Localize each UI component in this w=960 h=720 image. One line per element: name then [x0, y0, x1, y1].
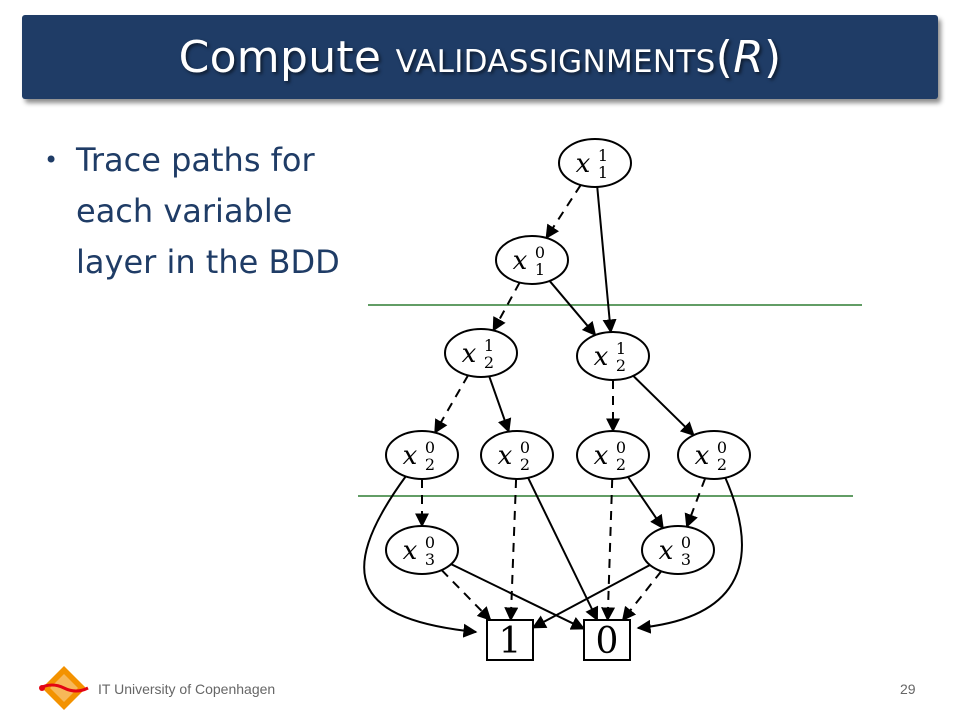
- solid-edge: [450, 563, 586, 630]
- solid-edge: [632, 375, 695, 437]
- bdd-node-ellipse: [480, 430, 554, 480]
- bdd-node-ellipse: [576, 430, 650, 480]
- bdd-node-ellipse: [385, 525, 459, 575]
- title-argument: R: [733, 31, 764, 83]
- dashed-edge: [545, 184, 582, 240]
- solid-edge: [627, 476, 664, 530]
- bdd-node-subscript: 1: [535, 260, 545, 279]
- bdd-node-superscript: 0: [535, 243, 545, 262]
- title-prefix: Compute: [178, 31, 396, 83]
- itu-logo-icon: [39, 666, 89, 710]
- bdd-node-variable: x: [695, 441, 710, 471]
- bdd-node-variable: x: [594, 342, 609, 372]
- bdd-node-subscript: 2: [425, 455, 435, 474]
- bdd-node-superscript: 0: [717, 438, 727, 457]
- dashed-edge: [621, 570, 663, 622]
- bdd-node-ellipse: [558, 138, 632, 188]
- bdd-node-ellipse: [677, 430, 751, 480]
- bdd-node-ellipse: [576, 331, 650, 381]
- dashed-edge: [504, 478, 519, 622]
- bdd-node-superscript: 1: [484, 336, 494, 355]
- bdd-node-ellipse: [385, 430, 459, 480]
- bdd-node-superscript: 0: [425, 533, 435, 552]
- bdd-node-variable: x: [498, 441, 513, 471]
- bdd-node-superscript: 0: [681, 533, 691, 552]
- bdd-terminal: 0: [583, 619, 631, 662]
- solid-edge: [488, 376, 512, 433]
- bdd-terminal: 1: [486, 619, 534, 662]
- footer-institution: IT University of Copenhagen: [98, 681, 276, 697]
- dashed-edge: [492, 282, 521, 332]
- bdd-node-ellipse: [641, 525, 715, 575]
- bdd-node-ellipse: [495, 235, 569, 285]
- bdd-node-subscript: 2: [616, 455, 626, 474]
- bdd-node-subscript: 3: [425, 550, 435, 569]
- bdd-terminal-label: 1: [499, 621, 522, 662]
- solid-edge: [548, 280, 597, 337]
- bdd-node-superscript: 1: [598, 146, 608, 165]
- bdd-node-subscript: 2: [520, 455, 530, 474]
- solid-edge: [596, 186, 617, 334]
- title-bar: Compute ValidAssignments(R): [22, 15, 938, 99]
- dashed-edge: [434, 374, 469, 434]
- bdd-node-subscript: 3: [681, 550, 691, 569]
- bdd-node-subscript: 2: [616, 356, 626, 375]
- bdd-node-subscript: 2: [717, 455, 727, 474]
- bdd-node-subscript: 1: [598, 163, 608, 182]
- bdd-node-variable: x: [403, 441, 418, 471]
- bullet-text: Trace paths for each variable layer in t…: [76, 141, 340, 281]
- dashed-edge: [440, 569, 492, 622]
- bdd-node-variable: x: [659, 536, 674, 566]
- bdd-node-variable: x: [594, 441, 609, 471]
- bdd-node-subscript: 2: [484, 353, 494, 372]
- bdd-terminal-label: 0: [596, 621, 619, 662]
- dashed-edge: [684, 477, 707, 529]
- dashed-edge: [601, 478, 616, 622]
- bdd-node-superscript: 0: [616, 438, 626, 457]
- bdd-node-superscript: 0: [520, 438, 530, 457]
- bdd-node-variable: x: [513, 246, 528, 276]
- bdd-terminal-box: [583, 619, 631, 661]
- bdd-node-variable: x: [576, 149, 591, 179]
- bullet-dot-icon: •: [44, 146, 59, 174]
- bdd-node-ellipse: [444, 328, 518, 378]
- page-number: 29: [900, 681, 916, 697]
- bullet-item: • Trace paths for each variable layer in…: [40, 135, 340, 288]
- title-paren-close: ): [763, 31, 782, 83]
- solid-edge: [531, 564, 651, 629]
- solid-edge: [363, 475, 478, 638]
- solid-edge: [527, 477, 599, 622]
- bdd-node-variable: x: [403, 536, 418, 566]
- bdd-node-superscript: 0: [425, 438, 435, 457]
- solid-edge: [636, 476, 743, 634]
- title-paren-open: (: [715, 31, 734, 83]
- bdd-node-superscript: 1: [616, 339, 626, 358]
- bdd-terminal-box: [486, 619, 534, 661]
- bdd-node-variable: x: [462, 339, 477, 369]
- slide-title: Compute ValidAssignments(R): [179, 32, 782, 83]
- title-smallcaps: ValidAssignments: [395, 43, 716, 80]
- bullet-list: • Trace paths for each variable layer in…: [40, 135, 340, 288]
